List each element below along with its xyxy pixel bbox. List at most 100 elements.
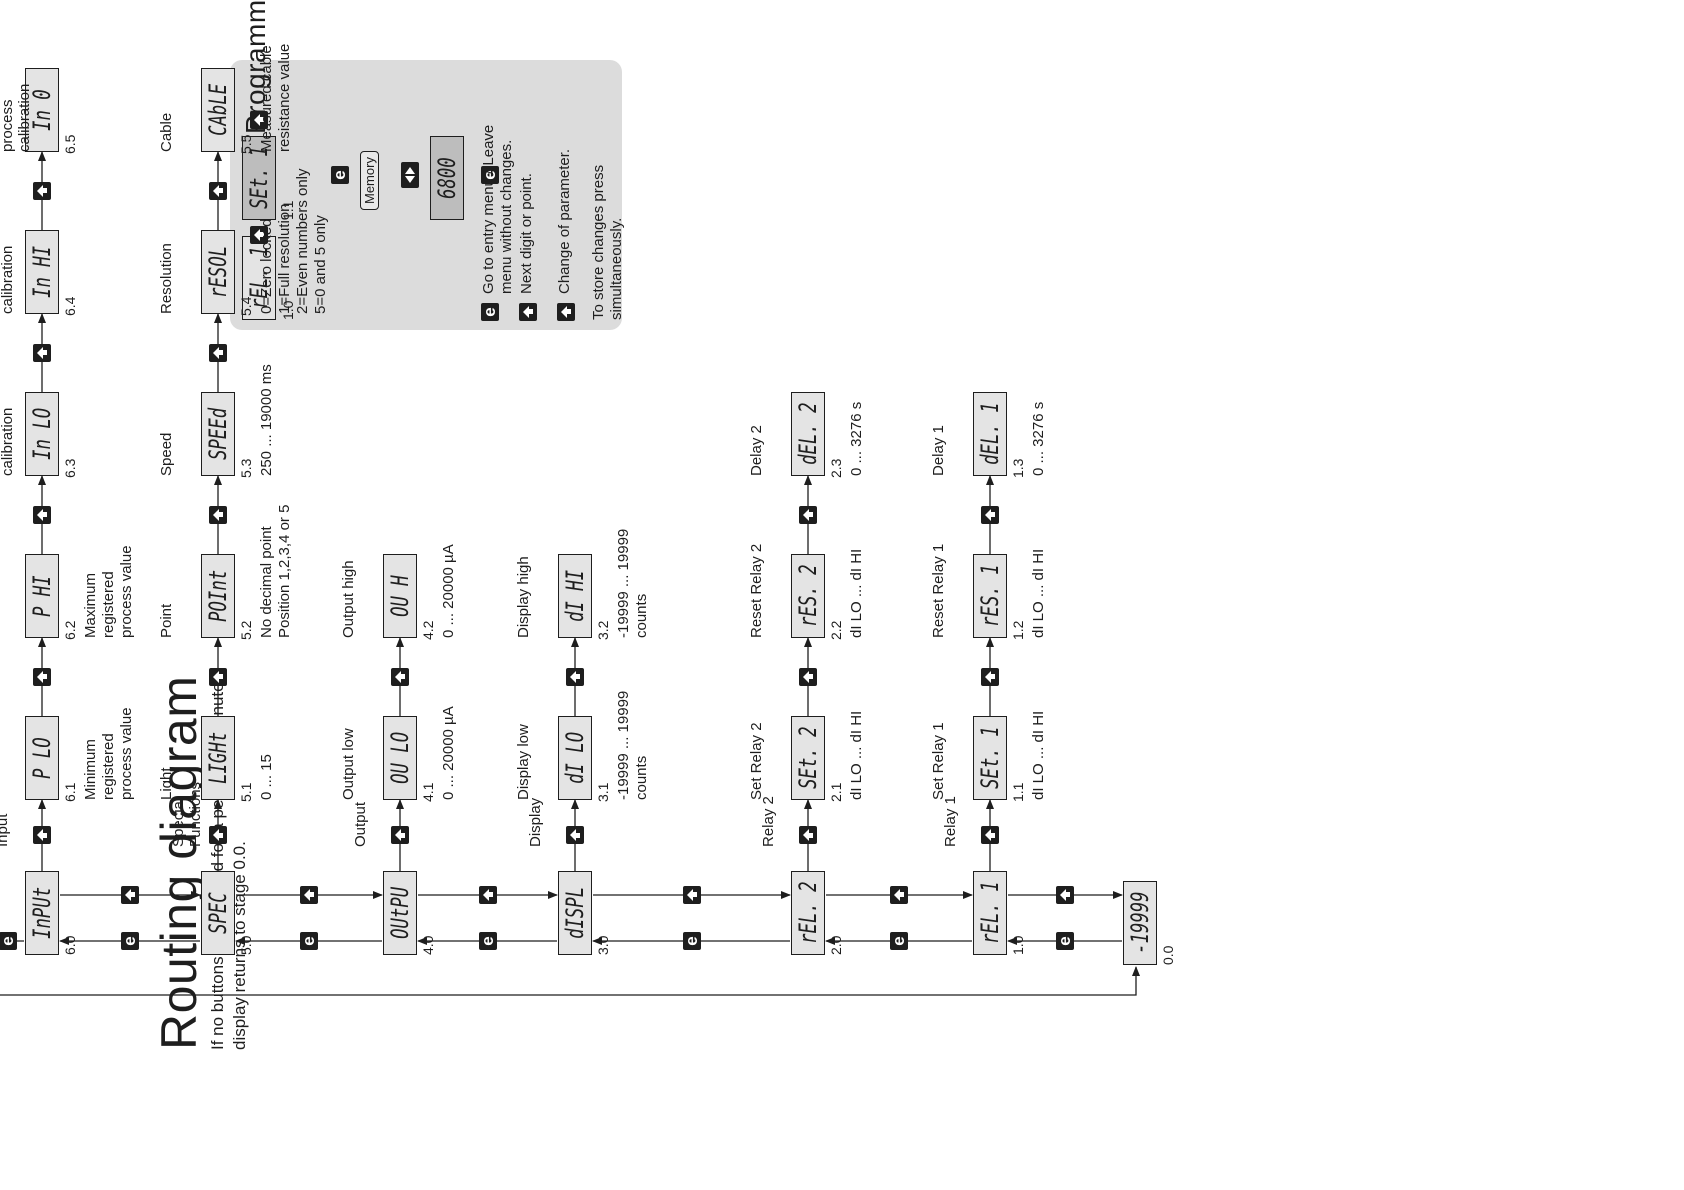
up-button-1-0[interactable]: [1056, 886, 1074, 904]
lcd-3-1: dI LO: [558, 716, 592, 800]
up-button-5-2[interactable]: [209, 668, 227, 686]
up-button-4-2-arrow: [395, 671, 401, 683]
lcd-6-3: In LO: [25, 392, 59, 476]
up-button-6-0[interactable]: [121, 886, 139, 904]
e-button-2-0[interactable]: e: [889, 932, 908, 950]
lcd-3-1-text: dI LO: [561, 731, 589, 785]
lcd-stage-0-0-text: -19999: [1126, 891, 1154, 955]
lcd-2-1-text: SEt. 2: [794, 726, 822, 790]
item-number-3-2: 3.2: [595, 620, 611, 640]
up-button-1-1[interactable]: [981, 826, 999, 845]
item-label-5-2: Point: [158, 603, 175, 638]
up-button-6-3[interactable]: [33, 506, 51, 524]
legend-text-2: Change of parameter.: [556, 148, 573, 294]
lcd-6-2-text: P HI: [28, 575, 56, 617]
up-button-4-0[interactable]: [478, 886, 497, 904]
lcd-1-3-text: dEL. 1: [976, 402, 1004, 466]
up-button-6-2[interactable]: [33, 668, 51, 686]
prog-e-button-1[interactable]: e: [330, 166, 349, 184]
up-button-3-1[interactable]: [566, 826, 584, 845]
item-label-2-1: Set Relay 2: [748, 722, 765, 800]
item-note-4-2: 0 ... 20000 µA: [440, 544, 457, 638]
lcd-stage-4-0: OUtPU: [383, 871, 417, 955]
up-button-1-3-arrow: [985, 509, 991, 521]
up-button-6-4-arrow: [37, 347, 43, 359]
item-number-5-2: 5.2: [238, 620, 254, 640]
legend-icon-1[interactable]: [519, 303, 537, 321]
e-button-3-0[interactable]: e: [682, 932, 701, 950]
stage-number-0-0: 0.0: [1160, 945, 1176, 965]
lcd-6-3-text: In LO: [28, 407, 56, 461]
item-number-5-5: 5.5: [238, 134, 254, 154]
up-button-6-4[interactable]: [33, 344, 51, 362]
up-button-2-2[interactable]: [799, 668, 817, 686]
up-button-5-5-arrow: [213, 185, 219, 197]
legend-icon-0[interactable]: e: [480, 303, 499, 321]
item-note-1-3: 0 ... 3276 s: [1030, 401, 1047, 476]
item-note-5-1: 0 ... 15: [258, 754, 275, 800]
memory-badge: Memory: [360, 151, 379, 210]
up-button-5-3[interactable]: [209, 506, 227, 524]
lcd-1-2-text: rES. 1: [976, 564, 1004, 628]
item-label-4-1: Output low: [340, 728, 357, 800]
up-button-1-3[interactable]: [981, 506, 999, 524]
up-button-3-2[interactable]: [566, 668, 584, 686]
stage-label-3-0: Display: [527, 797, 544, 847]
item-number-2-3: 2.3: [828, 458, 844, 478]
item-label-2-3: Delay 2: [748, 425, 765, 476]
up-button-5-0[interactable]: [300, 886, 318, 904]
up-button-6-1[interactable]: [33, 826, 51, 845]
up-button-5-2-arrow: [213, 671, 219, 683]
prog-lr-button[interactable]: [401, 162, 419, 188]
up-button-4-1[interactable]: [391, 826, 409, 845]
lcd-stage-3-0: dISPL: [558, 871, 592, 955]
lcd-stage-4-0-text: OUtPU: [386, 886, 414, 940]
item-label-6-3: 0% process calibration: [0, 407, 16, 476]
item-label-3-2: Display high: [515, 556, 532, 638]
item-number-1-1: 1.1: [1010, 782, 1026, 802]
up-button-6-5[interactable]: [33, 182, 51, 200]
item-number-1-3: 1.3: [1010, 458, 1026, 478]
up-button-6-1-arrow: [37, 829, 43, 842]
e-button-4-0[interactable]: e: [478, 932, 497, 950]
up-button-2-0[interactable]: [890, 886, 908, 904]
lcd-prog-value-text: 6800: [433, 157, 461, 199]
item-label-6-5: Zero point process calibration: [0, 83, 33, 152]
up-button-1-2-arrow: [985, 671, 991, 683]
e-button-5-0[interactable]: e: [299, 932, 318, 950]
lcd-6-1: P LO: [25, 716, 59, 800]
up-button-2-3[interactable]: [799, 506, 817, 524]
up-button-4-1-arrow: [395, 829, 401, 842]
up-button-1-2[interactable]: [981, 668, 999, 686]
up-button-3-2-arrow: [570, 671, 576, 683]
up-button-2-1[interactable]: [799, 826, 817, 845]
item-number-5-1: 5.1: [238, 782, 254, 802]
store-note-2: simultaneously.: [608, 217, 625, 320]
up-button-5-4[interactable]: [209, 344, 227, 362]
legend-text-1: Next digit or point.: [518, 173, 535, 294]
e-button-6-0[interactable]: e: [120, 932, 139, 950]
up-button-3-0-arrow: [686, 889, 693, 901]
lcd-5-1-text: LIGHt: [204, 731, 232, 785]
lcd-5-1: LIGHt: [201, 716, 235, 800]
item-label-5-5: Cable: [158, 112, 175, 152]
up-button-6-0-arrow: [125, 889, 131, 901]
stage-number-2-0: 2.0: [828, 935, 844, 955]
item-number-1-2: 1.2: [1010, 620, 1026, 640]
up-button-3-0[interactable]: [682, 886, 701, 904]
item-label-5-1: Light: [158, 767, 175, 800]
stage-number-4-0: 4.0: [420, 935, 436, 955]
legend-icon-2[interactable]: [557, 303, 575, 321]
stage-number-6-0: 6.0: [62, 935, 78, 955]
lcd-2-1: SEt. 2: [791, 716, 825, 800]
up-button-4-2[interactable]: [391, 668, 409, 686]
item-note-5-2: No decimal point Position 1,2,3,4 or 5: [258, 504, 293, 638]
lcd-stage-3-0-text: dISPL: [561, 886, 589, 940]
up-button-5-1[interactable]: [209, 826, 227, 845]
up-button-2-1-arrow: [803, 829, 809, 842]
item-note-6-1: Minimum registered process value: [82, 707, 135, 800]
e-button-return[interactable]: e: [0, 932, 17, 950]
e-button-1-0[interactable]: e: [1055, 932, 1074, 950]
up-button-5-5[interactable]: [209, 182, 227, 200]
